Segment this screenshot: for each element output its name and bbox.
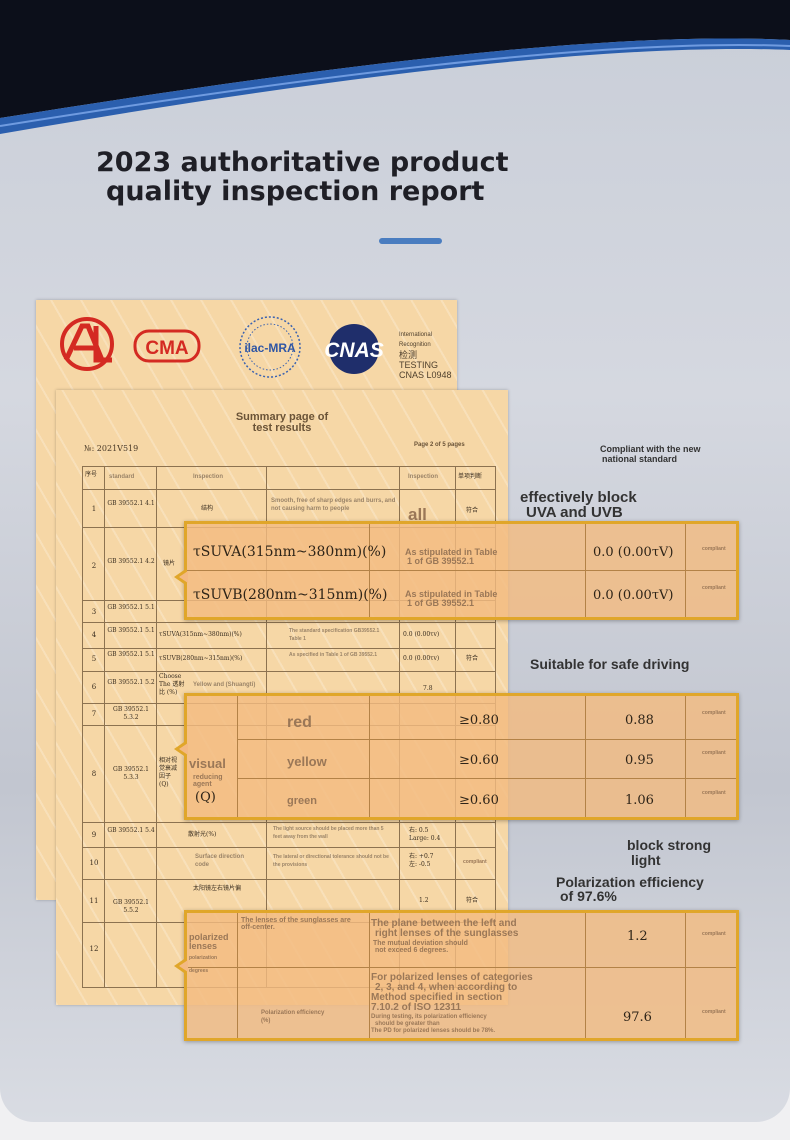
polar-efficiency-unit: (%) [261,1018,271,1024]
certification-logos: CMA ilac-MRA CNAS International Recognit… [52,314,452,380]
visual-yellow-req: ≥0.60 [459,753,499,768]
polar-offcenter-req: The plane between the left and right len… [371,918,519,939]
report-summary-title: Summary page of test results [235,411,329,434]
uva-parameter: τSUVA(315nm~380nm)(%) [193,544,387,560]
uva-judgement: compliant [702,546,726,552]
uv-result-card: τSUVA(315nm~380nm)(%) As stipulated in T… [174,521,739,620]
cma-logo-icon: CMA [133,329,201,363]
uvb-result: 0.0 (0.00τV) [593,588,674,603]
header-no: 序号 [85,471,98,478]
polar-sub-label: polarization degrees [189,955,218,974]
label-uv: effectively block UVA and UVB [520,489,637,521]
svg-text:CMA: CMA [145,338,189,359]
polar-efficiency-result: 97.6 [623,1010,652,1025]
report-number: №: 2021Ⅴ519 [84,444,139,453]
header-band [0,0,790,140]
cal-logo-icon [60,317,114,371]
uvb-judgement: compliant [702,585,726,591]
page-title: 2023 authoritative product quality inspe… [96,148,509,206]
svg-text:ilac-MRA: ilac-MRA [244,341,296,355]
label-driving: Suitable for safe driving [530,656,690,672]
report-page-number: Page 2 of 5 pages [414,442,465,448]
title-line-1: 2023 authoritative product [96,147,509,178]
header-items: Inspection [193,474,224,480]
header-judgement: 单项判断 [458,473,483,480]
title-line-2: quality inspection report [106,176,485,207]
cnas-cert-text: International Recognition 检测 TESTING CNA… [399,332,452,380]
polar-efficiency-param: Polarization efficiency [261,1010,325,1016]
visual-yellow: yellow [287,754,327,769]
visual-label: visual [189,756,226,771]
visual-red-req: ≥0.80 [459,713,499,728]
header-result: Inspection [408,474,439,480]
visual-reducing-card: visual reducing agent (Q) red yellow gre… [174,693,739,820]
uvb-parameter: τSUVB(280nm~315nm)(%) [193,587,388,603]
header-standard: standard [109,474,135,480]
title-underline [379,238,442,244]
label-strong-light: block strong light [627,837,712,868]
visual-red: red [287,714,312,731]
svg-text:CNAS: CNAS [324,339,384,362]
polar-efficiency-req: For polarized lenses of categories 2, 3,… [371,972,533,1013]
polar-offcenter-param: The lenses of the sunglasses are off-cen… [241,917,351,931]
polar-lenses-label: polarized lenses [189,932,229,951]
polar-offcenter-result: 1.2 [627,929,648,944]
visual-sub-label: reducing agent [193,774,223,788]
visual-green: green [287,795,317,807]
visual-green-result: 1.06 [625,793,654,808]
polar-offcenter-note: The mutual deviation should not exceed 6… [373,940,468,954]
ilac-mra-logo-icon: ilac-MRA [239,316,301,378]
label-compliant: Compliant with the new national standard [600,444,701,464]
visual-green-req: ≥0.60 [459,793,499,808]
polar-efficiency-note: During testing, its polarization efficie… [371,1014,496,1034]
visual-yellow-result: 0.95 [625,753,654,768]
uva-result: 0.0 (0.00τV) [593,545,674,560]
visual-red-result: 0.88 [625,713,654,728]
polarization-card: The lenses of the sunglasses are off-cen… [174,910,739,1041]
cnas-logo-icon: CNAS [324,324,384,374]
label-polarization: Polarization efficiency of 97.6% [556,874,704,904]
uvb-requirement: As stipulated in Table 1 of GB 39552.1 [405,589,498,608]
visual-q: (Q) [195,790,216,805]
uva-requirement: As stipulated in Table 1 of GB 39552.1 [405,547,498,566]
